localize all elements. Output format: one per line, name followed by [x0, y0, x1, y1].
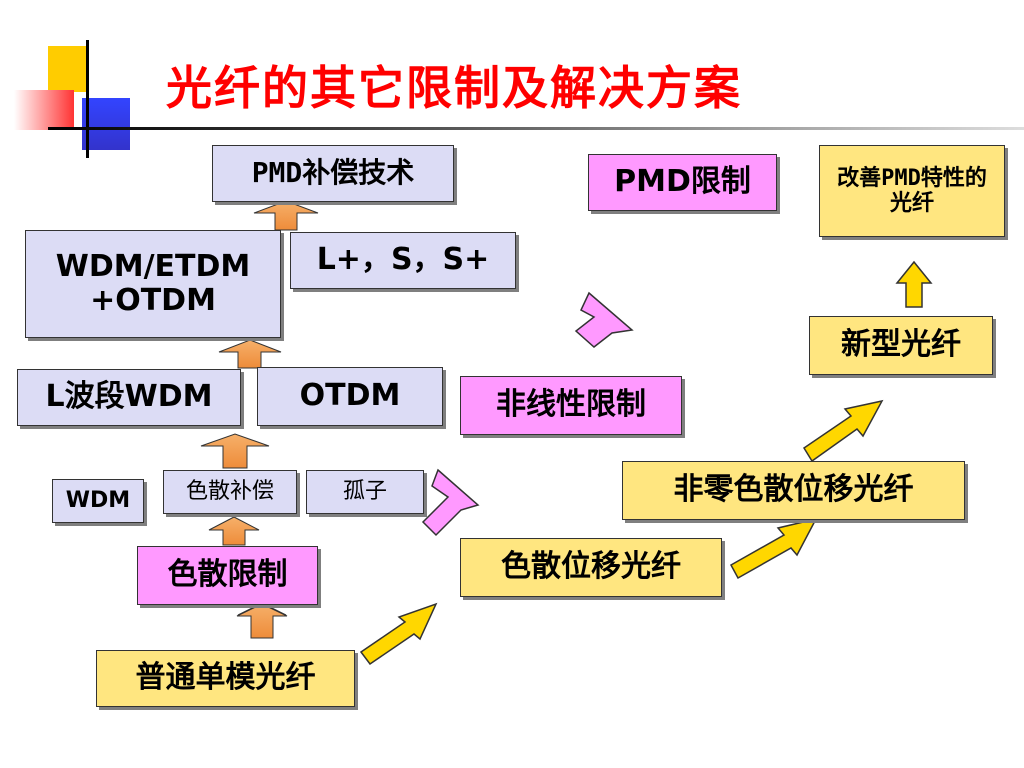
- dispersion-compensation-box: 色散补偿: [163, 470, 297, 514]
- diagonal-arrow-icon: [359, 602, 438, 666]
- nonzero-dsf-box: 非零色散位移光纤: [622, 461, 965, 520]
- title-underline: [52, 127, 1024, 130]
- new-fiber-box: 新型光纤: [809, 316, 993, 375]
- diagonal-arrow-icon: [574, 291, 634, 348]
- pmd-compensation-box: PMD补偿技术: [212, 145, 454, 202]
- up-arrow-icon: [200, 433, 270, 469]
- up-arrow-icon: [895, 260, 933, 308]
- l-band-wdm-box: L波段WDM: [17, 369, 241, 426]
- up-arrow-icon: [208, 516, 260, 546]
- up-arrow-icon: [253, 200, 319, 231]
- diagonal-arrow-icon: [729, 517, 818, 580]
- up-arrow-icon: [236, 603, 288, 639]
- improved-pmd-fiber-box: 改善PMD特性的光纤: [819, 145, 1005, 237]
- vertical-line: [86, 40, 89, 158]
- l-s-splus-box: L+，S，S+: [290, 232, 516, 289]
- blue-square: [82, 98, 130, 150]
- diagonal-arrow-icon: [802, 399, 884, 463]
- up-arrow-icon: [218, 339, 282, 369]
- red-square: [14, 90, 74, 130]
- yellow-square: [48, 46, 86, 92]
- corner-decoration-icon: [0, 0, 140, 160]
- wdm-box: WDM: [52, 479, 144, 523]
- standard-smf-box: 普通单模光纤: [96, 650, 355, 707]
- nonlinear-limit-box: 非线性限制: [460, 376, 682, 435]
- dispersion-shifted-fiber-box: 色散位移光纤: [460, 538, 722, 597]
- soliton-box: 孤子: [306, 470, 424, 514]
- page-title: 光纤的其它限制及解决方案: [166, 61, 742, 115]
- dispersion-limit-box: 色散限制: [137, 546, 318, 605]
- wdm-etdm-otdm-box: WDM/ETDM +OTDM: [25, 230, 281, 338]
- pmd-limit-box: PMD限制: [588, 154, 777, 211]
- otdm-box: OTDM: [257, 367, 443, 426]
- diagonal-arrow-icon: [421, 468, 480, 537]
